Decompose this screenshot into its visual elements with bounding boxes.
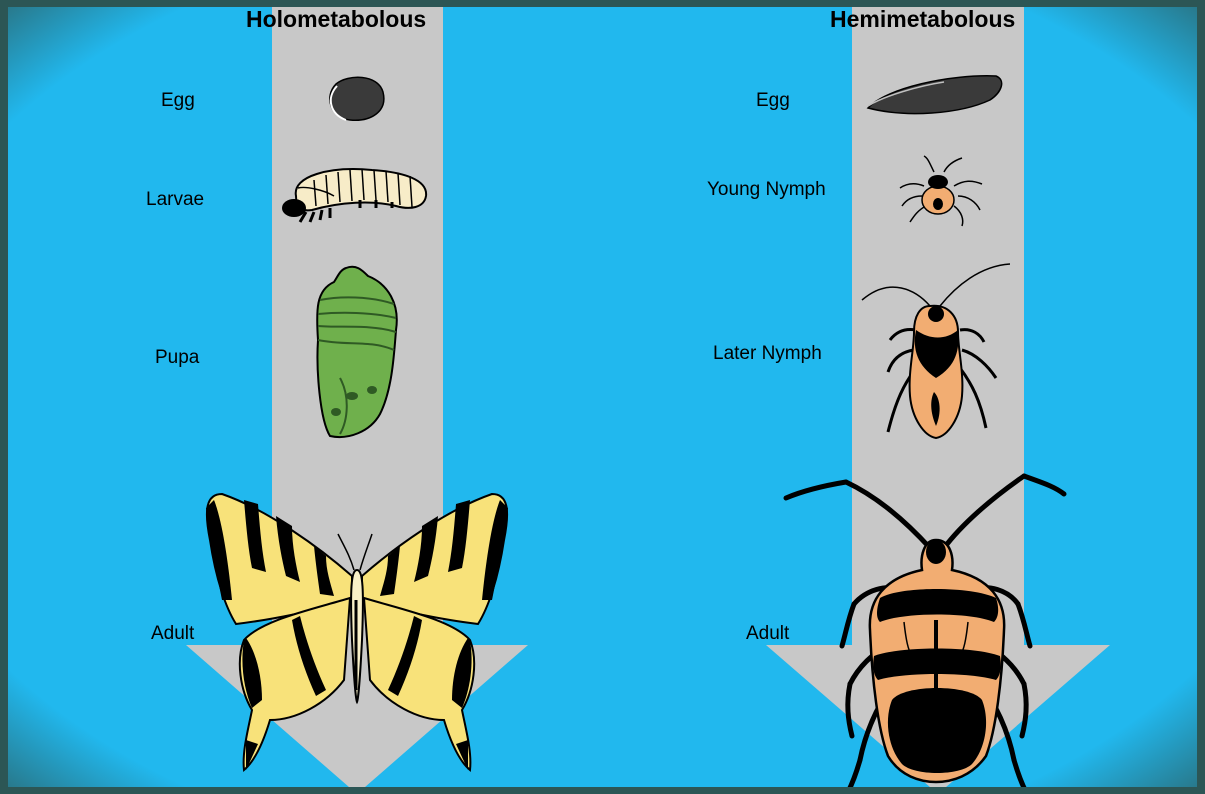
hemimetabolous-title: Hemimetabolous: [830, 8, 1015, 31]
hemi-adult-label: Adult: [746, 624, 789, 643]
hemi-later-nymph-label: Later Nymph: [713, 344, 822, 363]
holometabolous-title: Holometabolous: [246, 8, 426, 31]
hemi-young-nymph-label: Young Nymph: [707, 180, 826, 199]
holo-pupa-label: Pupa: [155, 348, 199, 367]
holo-larvae-label: Larvae: [146, 190, 204, 209]
hemi-egg-label: Egg: [756, 91, 790, 110]
holo-adult-label: Adult: [151, 624, 194, 643]
holo-egg-label: Egg: [161, 91, 195, 110]
